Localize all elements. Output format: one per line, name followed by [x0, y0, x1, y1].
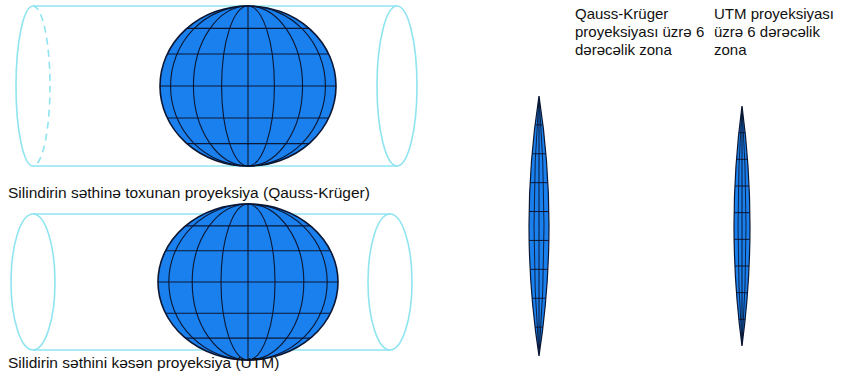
- cylinder-end: [16, 6, 33, 166]
- globe: [158, 204, 338, 360]
- zone-body: [529, 96, 549, 356]
- globe-parallel: [187, 28, 309, 29]
- zone-meridian: [738, 106, 742, 346]
- cylinder-end-hidden: [33, 214, 55, 350]
- globe-parallel: [167, 117, 328, 118]
- globe-parallel: [186, 338, 311, 339]
- cylinder: [16, 6, 417, 166]
- zone-meridian: [742, 106, 743, 346]
- projection-zone: [519, 96, 559, 356]
- globe: [160, 6, 336, 166]
- globe-parallel: [166, 313, 331, 314]
- cylinder-edge: [33, 165, 397, 167]
- zone-label: Qauss-Krüger proyeksiyası üzrə 6 dərəcəl…: [575, 5, 707, 59]
- globe-parallel: [167, 53, 328, 54]
- zone-body: [734, 106, 750, 346]
- globe-body: [160, 6, 336, 166]
- globe-parallel: [160, 85, 336, 86]
- zone-meridian: [534, 96, 539, 356]
- globe-parallel: [166, 250, 331, 251]
- cylinder-end-hidden: [33, 6, 50, 166]
- globe-parallel: [158, 281, 338, 282]
- cylinder-end: [377, 6, 417, 166]
- projection-caption: Silidirin səthini kəsən proyeksiya (UTM): [8, 354, 279, 372]
- cylinder-end: [368, 214, 412, 350]
- zone-label: UTM proyeksiyası üzrə 6 dərəcəlik zona: [714, 5, 854, 59]
- globe-parallel: [187, 143, 309, 144]
- projection-zone: [726, 106, 758, 346]
- globe-body: [158, 204, 338, 360]
- cylinder-end: [11, 214, 33, 350]
- projection-caption: Silindirin səthinə toxunan proyeksiya (Q…: [8, 184, 370, 202]
- globe-parallel: [186, 225, 311, 226]
- cylinder-edge: [33, 5, 397, 7]
- zone-meridian: [539, 96, 544, 356]
- zone-meridian: [539, 96, 540, 356]
- zone-meridian: [742, 106, 746, 346]
